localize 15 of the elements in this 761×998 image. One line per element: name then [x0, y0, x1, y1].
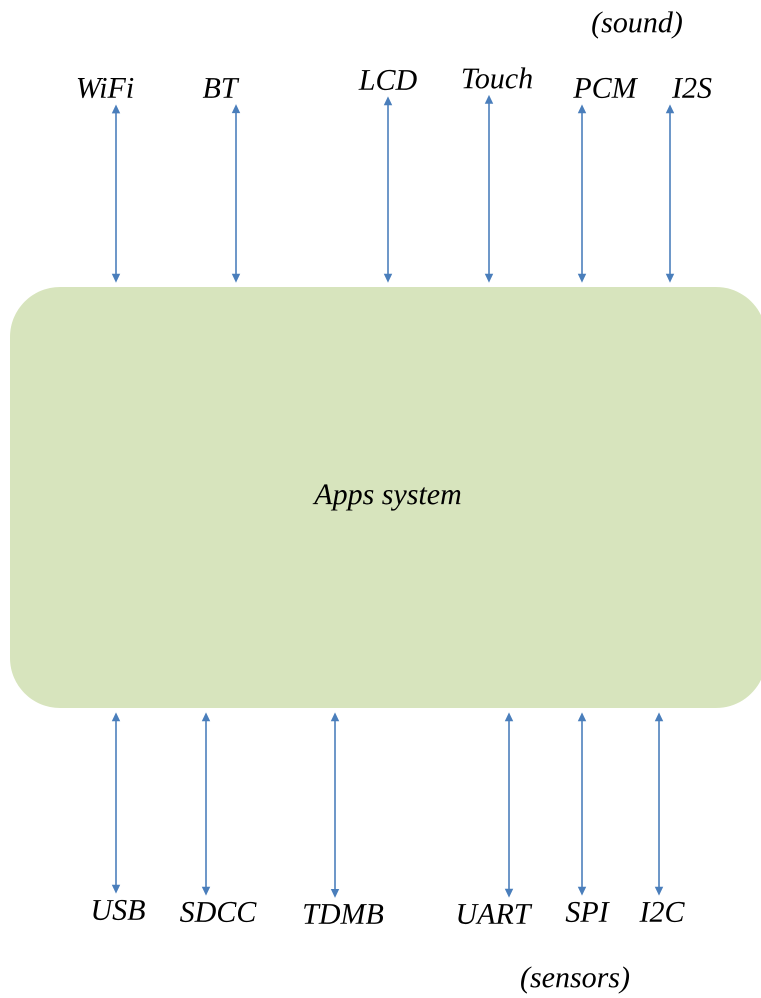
- signal-label: LCD: [358, 70, 417, 90]
- system-box: Apps system: [10, 287, 761, 708]
- signal-label: I2C: [639, 902, 685, 922]
- signal-label: BT: [202, 78, 240, 98]
- signal-label: WiFi: [78, 78, 134, 98]
- note-label: (sensors): [521, 966, 630, 994]
- signal-label: I2S: [672, 78, 712, 98]
- signal-label: USB: [93, 900, 145, 920]
- signal-label: Touch: [462, 67, 532, 89]
- signal-label: PCM: [573, 78, 638, 98]
- signal-label: TDMB: [304, 904, 384, 924]
- signal-label: UART: [458, 904, 532, 924]
- signal-label: SDCC: [180, 902, 257, 922]
- signal-label: SPI: [566, 902, 610, 922]
- note-label: (sound): [592, 11, 682, 39]
